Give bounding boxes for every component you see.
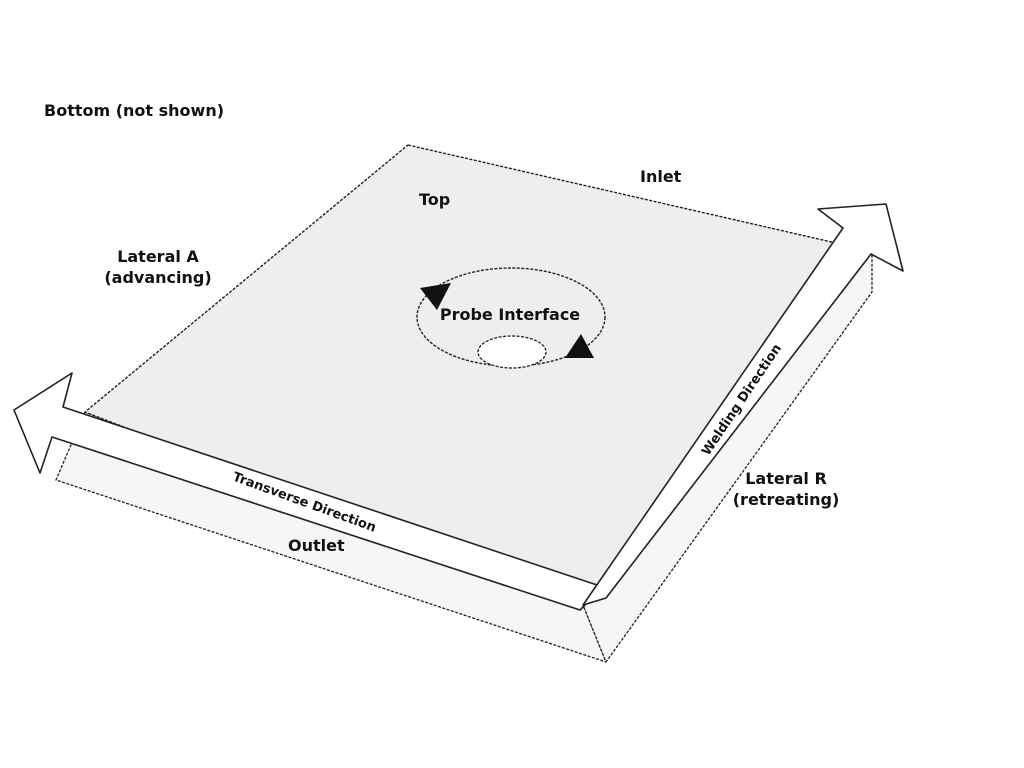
lateral-r-label: Lateral R bbox=[745, 469, 827, 488]
lateral-a-sublabel: (advancing) bbox=[104, 268, 211, 287]
probe-interface-label: Probe Interface bbox=[440, 305, 580, 324]
outlet-label: Outlet bbox=[288, 536, 345, 555]
lateral-a-label: Lateral A bbox=[117, 247, 199, 266]
rotation-arrowhead-right-icon bbox=[565, 334, 594, 358]
transverse-direction-arrow bbox=[13, 372, 604, 611]
inlet-label: Inlet bbox=[640, 167, 682, 186]
probe-hole bbox=[477, 335, 547, 369]
welding-direction-arrow bbox=[582, 203, 904, 606]
top-face-label: Top bbox=[419, 190, 450, 209]
rotation-arrowhead-left-icon bbox=[420, 283, 451, 310]
bottom-note-label: Bottom (not shown) bbox=[44, 101, 224, 120]
lateral-r-sublabel: (retreating) bbox=[733, 490, 840, 509]
plate-top-face bbox=[84, 144, 837, 606]
